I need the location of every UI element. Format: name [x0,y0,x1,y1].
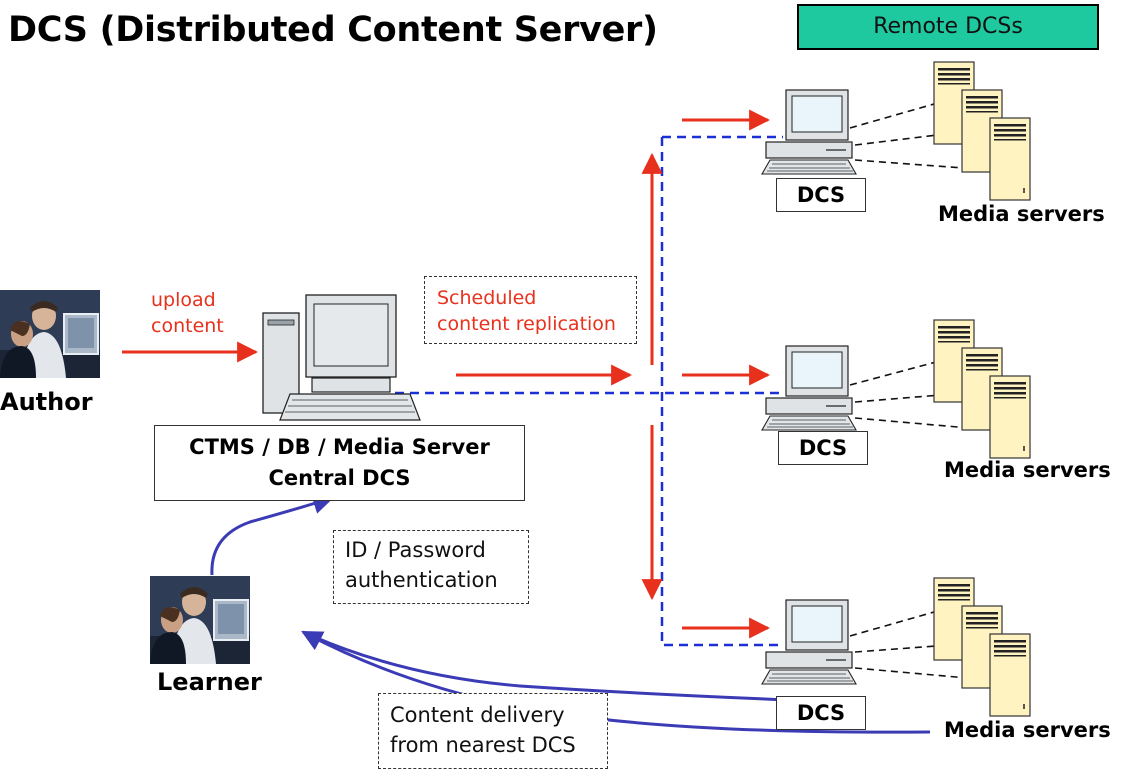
author-label: Author [0,388,93,416]
author-photo [0,289,101,379]
dcs-label: DCS [778,431,868,465]
dcs-label: DCS [776,696,866,730]
central-computer-icon [262,294,421,421]
replication-arrows [122,109,771,639]
media-servers-label: Media servers [944,458,1111,482]
media-server-stack-icon [934,62,1030,200]
central-dcs-box: CTMS / DB / Media Server Central DCS [154,425,525,501]
remote-dcs-computer-icon [761,89,857,175]
upload-label: upload content [151,289,224,337]
replication-label: Scheduled content replication [424,276,637,344]
learner-label: Learner [157,668,262,696]
remote-dcs-computer-icon [761,599,857,685]
delivery-label: Content delivery from nearest DCS [378,693,608,769]
media-servers-label: Media servers [938,202,1105,226]
authentication-label: ID / Password authentication [333,530,529,604]
dcs-label: DCS [776,178,866,212]
remote-dcs-computer-icon [761,345,857,431]
page-title: DCS (Distributed Content Server) [8,10,658,50]
media-server-stack-icon [934,578,1030,716]
network-links [395,135,783,647]
learner-photo [149,575,251,665]
media-server-stack-icon [934,320,1030,458]
remote-dcs-badge: Remote DCSs [797,4,1099,50]
media-servers-label: Media servers [944,718,1111,742]
